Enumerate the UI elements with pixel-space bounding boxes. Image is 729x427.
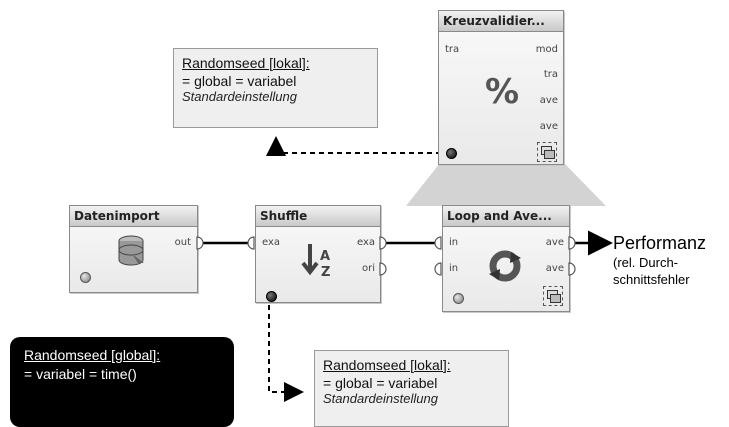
loop-icon bbox=[489, 250, 521, 282]
note-randomseed-global: Randomseed [global]: = variabel = time() bbox=[10, 337, 234, 427]
svg-text:Z: Z bbox=[321, 265, 330, 280]
note-text: = global = variabel bbox=[323, 375, 438, 391]
port-in-in[interactable]: in bbox=[449, 237, 459, 248]
note-randomseed-local-bottom: Randomseed [lokal]: = global = variabel … bbox=[314, 350, 509, 427]
status-indicator bbox=[80, 272, 91, 283]
port-in-tra[interactable]: tra bbox=[445, 44, 460, 55]
note-heading: Randomseed [global]: bbox=[24, 347, 161, 363]
operator-kreuzvalidierung[interactable]: Kreuzvalidier... tra mod tra ave ave % bbox=[438, 10, 564, 165]
port-out-out[interactable]: out bbox=[174, 237, 191, 248]
operator-title: Datenimport bbox=[70, 206, 197, 227]
operator-loop-and-average[interactable]: Loop and Ave... in in ave ave bbox=[442, 205, 570, 312]
port-out-exa[interactable]: exa bbox=[356, 237, 375, 248]
port-in-exa[interactable]: exa bbox=[262, 237, 281, 248]
port-out-ave[interactable]: ave bbox=[545, 237, 564, 248]
note-subtext: Standardeinstellung bbox=[323, 391, 438, 406]
port-out-ori[interactable]: ori bbox=[361, 263, 375, 274]
note-heading: Randomseed [lokal]: bbox=[182, 55, 310, 71]
output-title: Performanz bbox=[613, 233, 707, 253]
expansion-funnel bbox=[406, 163, 606, 206]
status-indicator bbox=[446, 148, 457, 159]
dashed-link-top bbox=[266, 136, 450, 156]
subprocess-icon[interactable] bbox=[543, 286, 563, 306]
dashed-link-bottom bbox=[268, 296, 304, 402]
output-subtitle-1: (rel. Durch- bbox=[613, 255, 679, 270]
output-subtitle-2: schnittsfehler bbox=[613, 272, 690, 287]
note-text: = global = variabel bbox=[182, 73, 297, 89]
operator-title: Kreuzvalidier... bbox=[439, 11, 563, 32]
status-indicator bbox=[453, 293, 464, 304]
port-in-in-2[interactable]: in bbox=[449, 263, 459, 274]
note-text: = variabel = time() bbox=[24, 366, 137, 382]
operator-shuffle[interactable]: Shuffle exa exa ori A Z bbox=[255, 205, 381, 303]
note-randomseed-local-top: Randomseed [lokal]: = global = variabel … bbox=[173, 48, 378, 128]
sort-az-icon: A Z bbox=[301, 244, 330, 280]
port-out-mod[interactable]: mod bbox=[535, 44, 558, 55]
operator-datenimport[interactable]: Datenimport out bbox=[69, 205, 198, 293]
operator-title: Loop and Ave... bbox=[443, 206, 569, 227]
database-icon bbox=[118, 235, 144, 266]
note-heading: Randomseed [lokal]: bbox=[323, 357, 451, 373]
output-label: Performanz (rel. Durch- schnittsfehler bbox=[613, 233, 706, 288]
status-indicator bbox=[266, 291, 277, 302]
port-out-ave-2[interactable]: ave bbox=[545, 263, 564, 274]
percent-icon: % bbox=[485, 73, 519, 109]
svg-text:%: % bbox=[485, 73, 519, 109]
port-out-ave-2[interactable]: ave bbox=[539, 121, 558, 132]
subprocess-icon[interactable] bbox=[537, 142, 557, 162]
port-out-tra[interactable]: tra bbox=[543, 69, 558, 80]
note-subtext: Standardeinstellung bbox=[182, 89, 297, 104]
port-out-ave[interactable]: ave bbox=[539, 95, 558, 106]
operator-title: Shuffle bbox=[256, 206, 380, 227]
svg-text:A: A bbox=[320, 249, 330, 264]
